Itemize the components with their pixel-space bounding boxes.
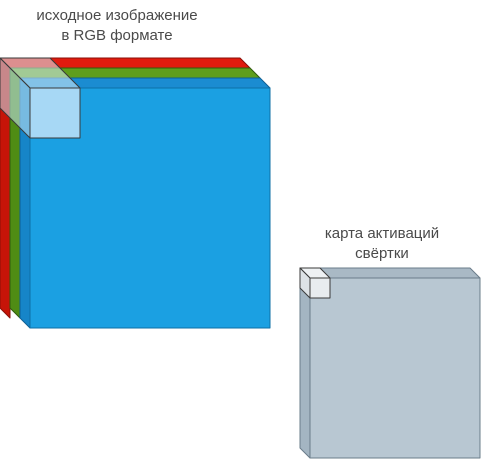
input-image-caption: исходное изображение в RGB формате	[2, 6, 232, 46]
input-image-caption-line2: в RGB формате	[61, 27, 173, 44]
activation-map-block	[299, 267, 481, 459]
activation-map-caption: карта активаций свёртки	[298, 224, 466, 264]
activation-kernel-cell	[299, 267, 331, 299]
input-kernel-window	[0, 57, 81, 139]
activation-map-caption-line2: свёртки	[355, 245, 409, 262]
blue-channel-block	[19, 77, 271, 329]
input-image-caption-line1: исходное изображение	[36, 7, 198, 24]
activation-map-caption-line1: карта активаций	[324, 225, 440, 242]
